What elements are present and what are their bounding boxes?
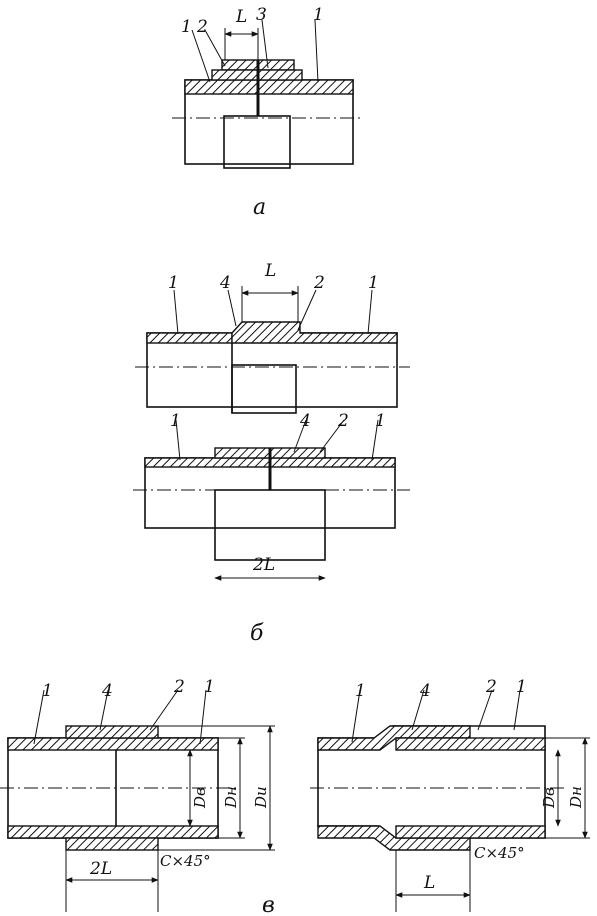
label-b-bot-1-right: 1 (375, 411, 386, 431)
label-v-right-L: L (423, 873, 435, 893)
label-a-3: 3 (256, 5, 267, 25)
label-v-right-chamfer: C×45° (474, 844, 525, 862)
caption-a: а (253, 195, 266, 220)
label-v-right-4: 4 (419, 681, 431, 701)
label-b-2L: 2L (252, 555, 275, 575)
inner-block-a (223, 115, 291, 169)
label-a-1-right: 1 (313, 5, 324, 25)
label-v-left-2L: 2L (89, 859, 112, 879)
caption-b: б (250, 621, 264, 646)
label-a-1-left: 1 (181, 17, 192, 37)
label-b-bot-4: 4 (299, 411, 311, 431)
label-v-right-Dv: Dв (540, 787, 558, 809)
label-v-right-Dn: Dн (567, 786, 585, 809)
label-b-top-2: 2 (313, 273, 325, 293)
label-b-top-1-right: 1 (368, 273, 379, 293)
subfigure-b-bottom: 1 4 2 1 2L б (133, 411, 410, 646)
label-v-right-1a: 1 (355, 681, 366, 701)
label-b-bot-1-left: 1 (170, 411, 181, 431)
sleeve-v-left-bottom (65, 837, 159, 851)
caption-v: в (262, 893, 275, 916)
subfigure-v-right: 1 4 2 1 Dв Dн L C×45° (310, 677, 590, 912)
label-v-left-Dv: Dв (191, 787, 209, 809)
label-v-right-2: 2 (485, 677, 497, 697)
label-b-top-L: L (264, 261, 276, 281)
subfigure-a: 1 2 L 3 1 а (172, 5, 362, 220)
label-v-left-2: 2 (173, 677, 185, 697)
subfigure-b-top: 1 4 L 2 1 (135, 261, 410, 414)
label-a-L: L (235, 7, 247, 27)
label-b-top-4: 4 (219, 273, 231, 293)
label-v-left-Dn: Dн (222, 786, 240, 809)
label-v-left-1a: 1 (42, 681, 53, 701)
label-b-bot-2: 2 (337, 411, 349, 431)
label-v-right-1b: 1 (516, 677, 527, 697)
label-v-left-Di: Dи (252, 786, 270, 809)
label-v-left-4: 4 (101, 681, 113, 701)
subfigure-v-left: 1 4 2 1 Dв Dн Dи 2L C×45° в (0, 677, 275, 916)
label-v-left-chamfer: C×45° (160, 852, 211, 870)
label-b-top-1-left: 1 (168, 273, 179, 293)
sleeve-v-left-top (65, 725, 159, 739)
label-a-2: 2 (196, 17, 208, 37)
label-v-left-1b: 1 (204, 677, 215, 697)
pipe-a-wall (184, 79, 354, 95)
pipe-b-top-body (146, 332, 398, 408)
pipe-b-top-sleeve (231, 321, 398, 344)
